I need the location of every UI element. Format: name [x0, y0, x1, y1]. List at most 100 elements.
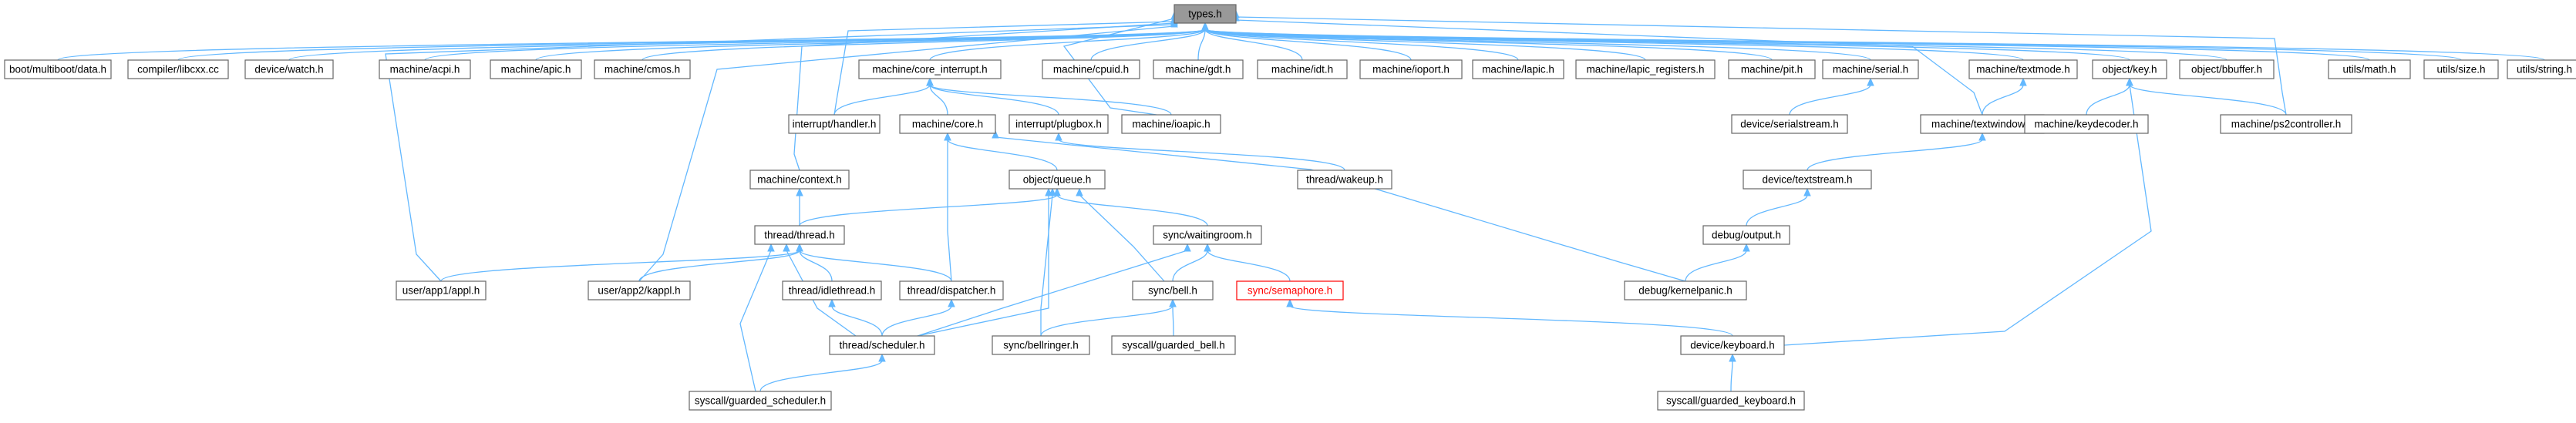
- node-apic[interactable]: machine/apic.h: [490, 59, 582, 79]
- node-dispatcher[interactable]: thread/dispatcher.h: [899, 280, 1004, 300]
- edge-line: [385, 24, 1175, 282]
- node-label: machine/textwindow.h: [1931, 119, 2033, 130]
- node-context[interactable]: machine/context.h: [749, 170, 850, 190]
- node-label: user/app2/kappl.h: [598, 285, 680, 297]
- node-serial[interactable]: machine/serial.h: [1822, 59, 1919, 79]
- node-guarded-scheduler[interactable]: syscall/guarded_scheduler.h: [689, 391, 832, 411]
- node-keydecoder[interactable]: machine/keydecoder.h: [2024, 114, 2149, 134]
- edge-serialstream-includes-serial: [1789, 77, 1874, 116]
- node-watch[interactable]: device/watch.h: [244, 59, 334, 79]
- node-thread[interactable]: thread/thread.h: [754, 225, 845, 245]
- node-serialstream[interactable]: device/serialstream.h: [1731, 114, 1848, 134]
- edge-line: [1982, 84, 2024, 116]
- edge-scheduler-includes-thread: [783, 243, 857, 337]
- node-guarded-keyboard[interactable]: syscall/guarded_keyboard.h: [1657, 391, 1805, 411]
- edge-arrowhead: [992, 129, 999, 139]
- node-guarded-bell[interactable]: syscall/guarded_bell.h: [1111, 335, 1236, 355]
- node-cmos[interactable]: machine/cmos.h: [594, 59, 691, 79]
- node-acpi[interactable]: machine/acpi.h: [379, 59, 471, 79]
- node-ioapic[interactable]: machine/ioapic.h: [1121, 114, 1221, 134]
- node-box: [1009, 114, 1109, 134]
- edge-wakeup-includes-plugbox: [1055, 132, 1345, 171]
- edge-arrowhead: [1978, 132, 1986, 141]
- edge-line: [1204, 29, 1519, 61]
- node-core[interactable]: machine/core.h: [899, 114, 996, 134]
- node-idt[interactable]: machine/idt.h: [1257, 59, 1348, 79]
- edge-arrowhead: [1184, 243, 1191, 252]
- edge-arrowhead: [767, 243, 775, 252]
- node-box: [1174, 4, 1237, 24]
- node-label: thread/scheduler.h: [839, 340, 924, 351]
- node-lapic-registers[interactable]: machine/lapic_registers.h: [1575, 59, 1716, 79]
- node-core-interrupt[interactable]: machine/core_interrupt.h: [858, 59, 1002, 79]
- node-wakeup[interactable]: thread/wakeup.h: [1297, 170, 1392, 190]
- node-string[interactable]: utils/string.h: [2507, 59, 2576, 79]
- edge-arrowhead: [944, 132, 951, 141]
- node-box: [1680, 335, 1785, 355]
- node-box: [1624, 280, 1747, 300]
- edge-multiboot-includes-types: [57, 22, 1209, 61]
- node-multiboot[interactable]: boot/multiboot/data.h: [4, 59, 112, 79]
- node-box: [749, 170, 850, 190]
- node-bbuffer[interactable]: object/bbuffer.h: [2179, 59, 2275, 79]
- node-waitingroom[interactable]: sync/waitingroom.h: [1153, 225, 1262, 245]
- node-label: machine/context.h: [757, 174, 842, 186]
- edge-bell-includes-queue: [1076, 187, 1165, 282]
- node-box: [1575, 59, 1716, 79]
- node-ps2controller[interactable]: machine/ps2controller.h: [2220, 114, 2352, 134]
- node-queue[interactable]: object/queue.h: [1009, 170, 1106, 190]
- node-label: machine/serial.h: [1833, 64, 1908, 76]
- edge-line: [995, 136, 1686, 282]
- node-app1[interactable]: user/app1/appl.h: [396, 280, 487, 300]
- node-box: [1472, 59, 1564, 79]
- edge-ps2controller-includes-key: [2126, 77, 2287, 116]
- node-label: types.h: [1188, 8, 1222, 20]
- node-textmode[interactable]: machine/textmode.h: [1968, 59, 2078, 79]
- edge-ioapic-includes-core_interrupt: [926, 77, 1172, 116]
- node-types[interactable]: types.h: [1174, 4, 1237, 24]
- node-textstream[interactable]: device/textstream.h: [1743, 170, 1872, 190]
- node-app2[interactable]: user/app2/kappl.h: [588, 280, 691, 300]
- node-scheduler[interactable]: thread/scheduler.h: [829, 335, 935, 355]
- edge-line: [2129, 84, 2287, 116]
- node-bellringer[interactable]: sync/bellringer.h: [992, 335, 1090, 355]
- node-bell[interactable]: sync/bell.h: [1132, 280, 1214, 300]
- node-box: [2328, 59, 2411, 79]
- node-box: [244, 59, 334, 79]
- node-kernelpanic[interactable]: debug/kernelpanic.h: [1624, 280, 1747, 300]
- node-size[interactable]: utils/size.h: [2423, 59, 2499, 79]
- node-ioport[interactable]: machine/ioport.h: [1359, 59, 1463, 79]
- node-label: object/key.h: [2102, 64, 2157, 76]
- node-idlethread[interactable]: thread/idlethread.h: [782, 280, 882, 300]
- edge-line: [799, 250, 833, 282]
- node-label: syscall/guarded_keyboard.h: [1666, 395, 1796, 407]
- edge-arrowhead: [1201, 22, 1209, 31]
- node-math[interactable]: utils/math.h: [2328, 59, 2411, 79]
- node-pit[interactable]: machine/pit.h: [1728, 59, 1816, 79]
- node-key[interactable]: object/key.h: [2092, 59, 2167, 79]
- node-cpuid[interactable]: machine/cpuid.h: [1042, 59, 1140, 79]
- node-label: thread/wakeup.h: [1306, 174, 1383, 186]
- edge-arrowhead: [1803, 187, 1811, 196]
- node-keyboard[interactable]: device/keyboard.h: [1680, 335, 1785, 355]
- node-lapic[interactable]: machine/lapic.h: [1472, 59, 1564, 79]
- edge-ioport-includes-types: [1201, 22, 1412, 61]
- edge-string-includes-types: [1201, 22, 2545, 61]
- node-handler[interactable]: interrupt/handler.h: [788, 114, 881, 134]
- edge-arrowhead: [796, 243, 803, 252]
- node-libcxx[interactable]: compiler/libcxx.cc: [127, 59, 229, 79]
- edge-scheduler-includes-waitingroom: [917, 243, 1191, 337]
- node-plugbox[interactable]: interrupt/plugbox.h: [1009, 114, 1109, 134]
- node-label: compiler/libcxx.cc: [137, 64, 219, 76]
- node-box: [689, 391, 832, 411]
- node-gdt[interactable]: machine/gdt.h: [1153, 59, 1244, 79]
- edge-line: [799, 250, 952, 282]
- node-box: [2220, 114, 2352, 134]
- node-output[interactable]: debug/output.h: [1702, 225, 1790, 245]
- node-box: [594, 59, 691, 79]
- node-semaphore[interactable]: sync/semaphore.h: [1236, 280, 1344, 300]
- edge-arrowhead: [1169, 298, 1177, 307]
- node-box: [2507, 59, 2576, 79]
- node-box: [2179, 59, 2275, 79]
